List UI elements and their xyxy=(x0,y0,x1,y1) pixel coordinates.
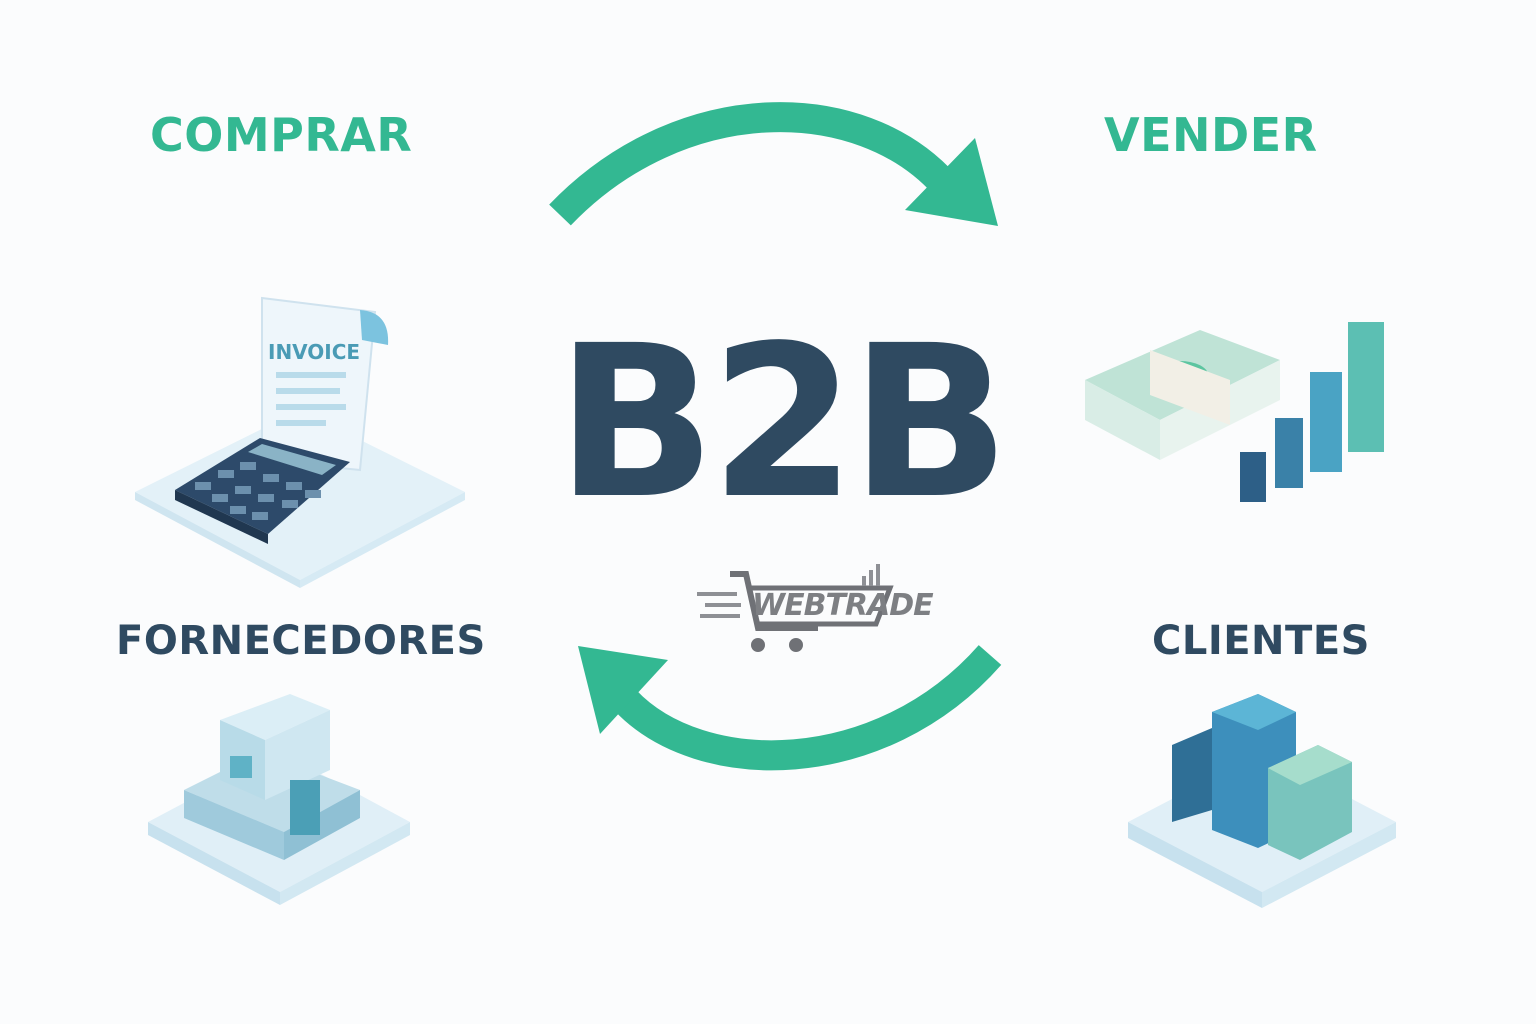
bottom-arrow-icon xyxy=(578,645,1002,771)
center-title: B2B xyxy=(555,300,1010,545)
cart-logo-icon xyxy=(697,564,894,652)
logo-text: WEBTRADE xyxy=(752,588,934,623)
calculator-invoice-icon xyxy=(135,296,465,588)
top-arrow-icon xyxy=(549,102,998,226)
invoice-label: INVOICE xyxy=(268,340,361,364)
label-clientes: CLIENTES xyxy=(1152,618,1370,664)
client-buildings-icon xyxy=(1128,694,1396,908)
label-fornecedores: FORNECEDORES xyxy=(116,618,486,664)
label-comprar: COMPRAR xyxy=(150,108,413,162)
label-vender: VENDER xyxy=(1104,108,1318,162)
supplier-building-icon xyxy=(148,694,410,905)
money-chart-icon xyxy=(1085,322,1384,502)
